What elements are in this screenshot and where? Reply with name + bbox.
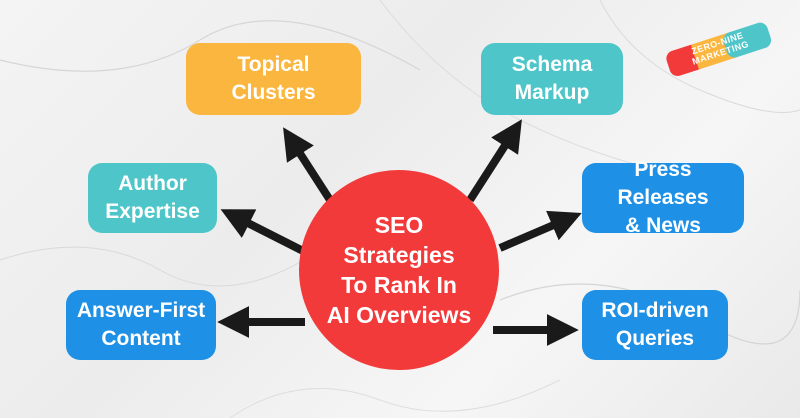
central-hub-circle: SEO Strategies To Rank In AI Overviews: [299, 170, 499, 370]
hub-label-line: SEO: [374, 212, 424, 238]
node-label-line: Clusters: [231, 81, 316, 104]
arrow-to-topical-clusters: [283, 127, 334, 203]
arrow-to-author-expertise: [220, 209, 307, 256]
brand-logo: [666, 22, 772, 77]
node-press-releases: Press Releases & News: [582, 158, 744, 237]
hub-label-line: Strategies: [343, 242, 455, 268]
node-label-line: Markup: [514, 81, 590, 104]
node-label-line: ROI-driven: [601, 299, 709, 322]
node-author-expertise: Author Expertise: [88, 163, 217, 233]
arrow-to-schema-markup: [466, 119, 522, 203]
node-label-line: Answer-First: [76, 299, 206, 322]
node-label-line: Topical: [237, 53, 310, 76]
node-label-line: Queries: [615, 327, 695, 350]
node-roi-driven-queries: ROI-driven Queries: [582, 290, 728, 360]
node-answer-first-content: Answer-First Content: [66, 290, 216, 360]
node-schema-markup: Schema Markup: [481, 43, 623, 115]
node-label-line: & News: [625, 214, 701, 237]
node-label-line: Expertise: [105, 200, 200, 223]
hub-label-line: To Rank In: [341, 272, 457, 298]
node-label-line: Press Releases: [617, 158, 709, 209]
node-label-line: Author: [118, 172, 187, 195]
hub-label-line: AI Overviews: [326, 302, 472, 328]
node-topical-clusters: Topical Clusters: [186, 43, 361, 115]
arrow-to-press-releases: [498, 210, 582, 252]
node-label-line: Content: [101, 327, 181, 350]
node-label-line: Schema: [511, 53, 593, 76]
